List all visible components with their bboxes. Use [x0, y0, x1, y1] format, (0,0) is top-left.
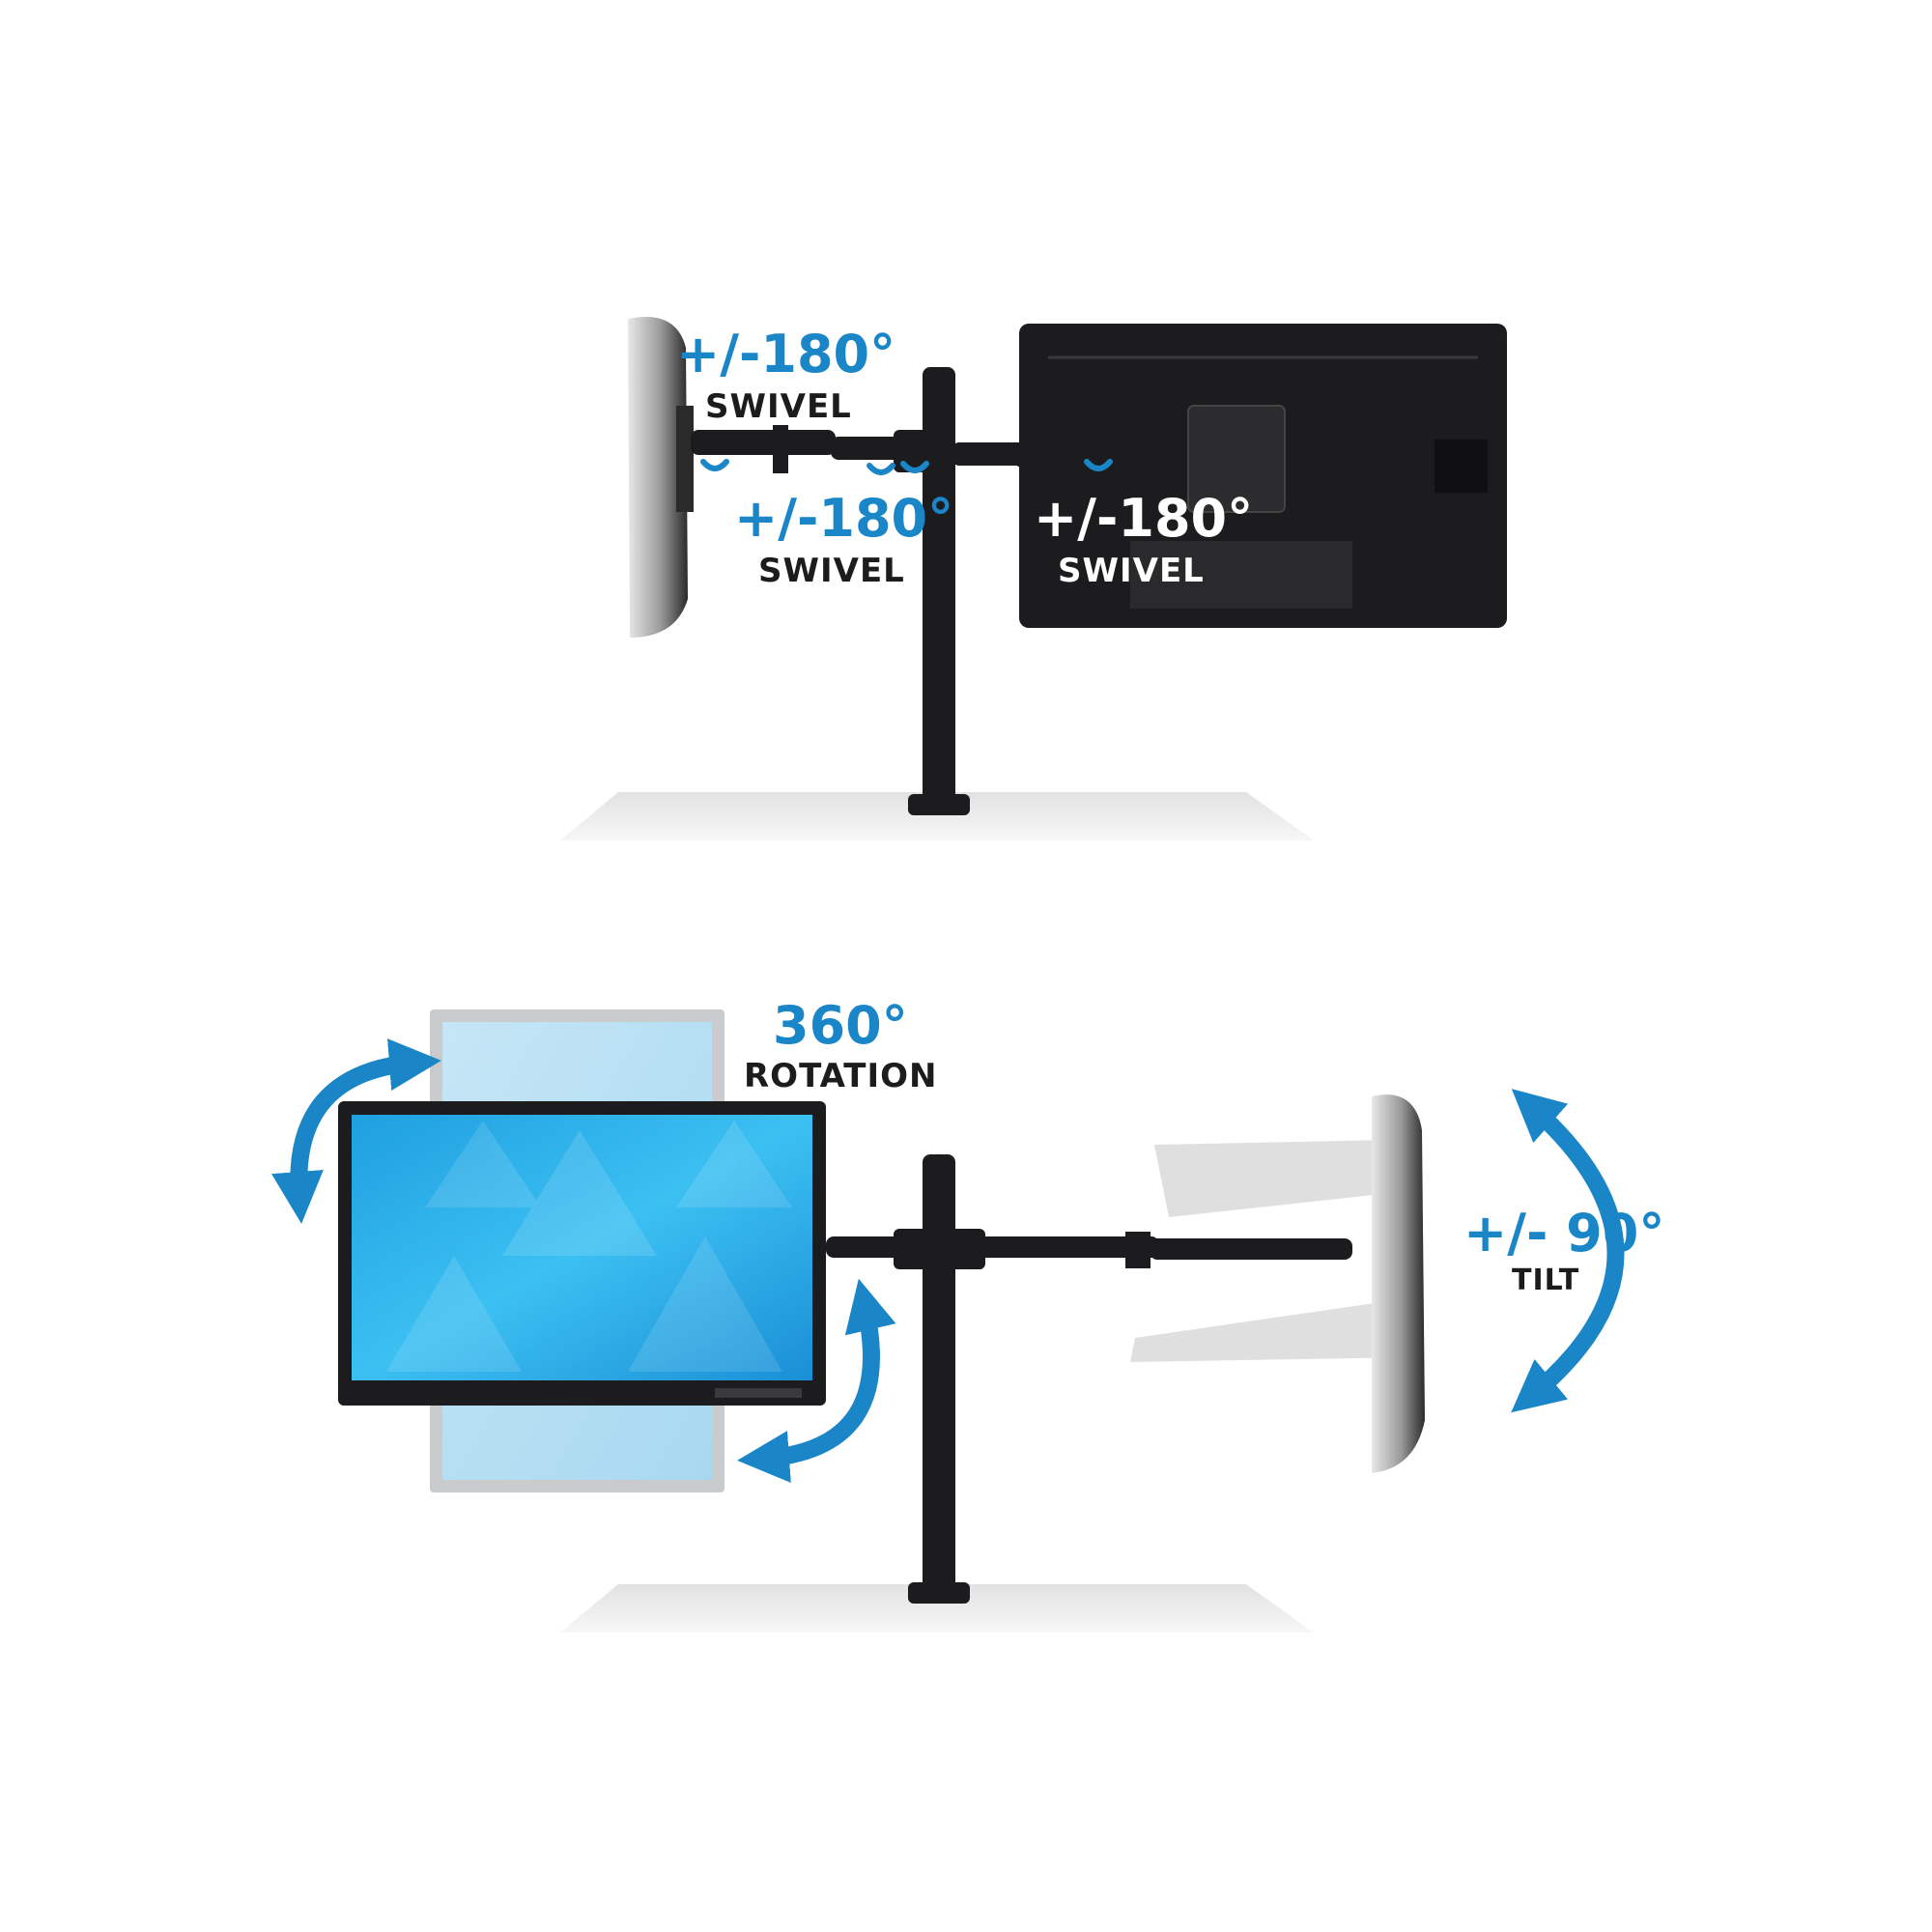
tilt-label: TILT	[1512, 1264, 1579, 1297]
ghost-tilt-monitor-down	[1130, 1299, 1410, 1362]
mount-pole	[923, 367, 955, 811]
pole-clamp	[908, 794, 970, 815]
side-monitor-mount	[676, 406, 694, 512]
rotation-value: 360°	[773, 995, 908, 1056]
right-arm-bottom	[966, 1236, 1159, 1258]
pole-clamp-bottom	[908, 1582, 970, 1604]
left-arm-outer	[691, 430, 836, 455]
desk-surface	[560, 792, 1314, 840]
arm-joint-bottom	[1125, 1232, 1151, 1268]
swivel-arrow-icon	[700, 459, 1113, 475]
desk-surface-bottom	[560, 1584, 1314, 1633]
monitor-buttons	[715, 1388, 802, 1398]
left-swivel-label: SWIVEL	[705, 387, 852, 426]
pole-collar	[894, 430, 952, 472]
left-arm-joint	[773, 425, 788, 473]
pole-collar-bottom	[894, 1229, 985, 1269]
rear-vent	[1435, 440, 1488, 493]
center-swivel-label: SWIVEL	[758, 552, 905, 590]
rotate-arrow-icon-lower	[737, 1278, 896, 1483]
port-panel	[1130, 541, 1352, 609]
rotate-arrow-icon	[271, 1038, 441, 1224]
top-panel: +/-180° SWIVEL +/-180° SWIVEL +/-180° SW…	[560, 317, 1507, 840]
bottom-panel: 360° ROTATION +/- 90° TILT	[271, 995, 1664, 1633]
center-swivel-value: +/-180°	[734, 488, 953, 549]
monitor-swivel-label: SWIVEL	[1058, 552, 1205, 590]
left-swivel-value: +/-180°	[676, 324, 895, 384]
side-monitor-right	[1372, 1094, 1425, 1473]
vesa-plate	[1187, 405, 1286, 513]
tilt-value: +/- 90°	[1463, 1203, 1664, 1264]
mount-pole-bottom	[923, 1154, 955, 1599]
right-arm-outer-bottom	[1150, 1238, 1352, 1260]
side-monitor-left	[628, 317, 688, 638]
monitor-swivel-value: +/-180°	[1034, 488, 1253, 549]
tilt-arrow-icon	[1511, 1089, 1625, 1413]
rotation-label: ROTATION	[744, 1057, 938, 1095]
ghost-tilt-monitor-up	[1154, 1140, 1391, 1217]
